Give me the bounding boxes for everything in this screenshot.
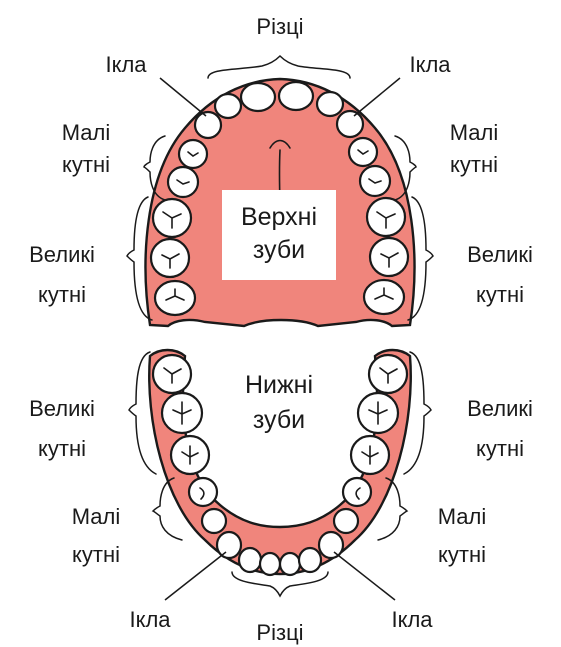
lower-canine-right-label: Ікла bbox=[391, 607, 433, 632]
upper-premolar bbox=[360, 166, 390, 196]
lower-title-line2: зуби bbox=[253, 406, 305, 434]
upper-molars-right-label-1: Великі bbox=[467, 242, 533, 267]
upper-title-line2: зуби bbox=[253, 236, 305, 264]
upper-canine-right-leader bbox=[354, 78, 400, 116]
upper-molars-left-label-2: кутні bbox=[38, 282, 86, 307]
lower-premolars-left-label-1: Малі bbox=[72, 504, 121, 529]
upper-premolar bbox=[349, 138, 377, 166]
upper-molar bbox=[367, 198, 405, 236]
lower-canine-left-label: Ікла bbox=[129, 607, 171, 632]
lower-premolar bbox=[334, 509, 358, 533]
upper-canine-left-leader bbox=[160, 78, 206, 116]
upper-canine-left-label: Ікла bbox=[105, 52, 147, 77]
lower-title-line1: Нижні bbox=[245, 371, 313, 399]
upper-molars-left-label-1: Великі bbox=[29, 242, 95, 267]
upper-incisors-bracket bbox=[208, 56, 350, 78]
upper-canine-right-label: Ікла bbox=[409, 52, 451, 77]
lower-premolars-right-label-1: Малі bbox=[438, 504, 487, 529]
lower-incisors-label: Різці bbox=[256, 620, 303, 645]
upper-canine-left bbox=[195, 112, 221, 138]
lower-incisor bbox=[280, 553, 300, 575]
lower-premolars-right-label-2: кутні bbox=[438, 542, 486, 567]
upper-molars-right-label-2: кутні bbox=[476, 282, 524, 307]
upper-premolars-right-label-2: кутні bbox=[450, 152, 498, 177]
lower-jaw: Нижні зуби Великі кутні Великі кутні Мал… bbox=[29, 350, 533, 645]
lower-incisor bbox=[239, 548, 261, 572]
lower-incisors-bracket bbox=[232, 572, 328, 596]
upper-incisors-label: Різці bbox=[256, 14, 303, 39]
upper-canine-right bbox=[337, 111, 363, 137]
upper-premolars-right-label-1: Малі bbox=[450, 120, 499, 145]
lower-molars-left-label-2: кутні bbox=[38, 436, 86, 461]
lower-incisor bbox=[260, 553, 280, 575]
upper-incisor bbox=[279, 82, 313, 110]
upper-incisor bbox=[241, 83, 275, 111]
upper-molar bbox=[370, 238, 408, 276]
upper-title-line1: Верхні bbox=[241, 203, 317, 231]
upper-incisor bbox=[317, 92, 343, 116]
upper-premolars-left-label-1: Малі bbox=[62, 120, 111, 145]
lower-canine-left bbox=[217, 532, 241, 558]
lower-molars-left-label-1: Великі bbox=[29, 396, 95, 421]
upper-molar bbox=[155, 281, 195, 315]
upper-premolar bbox=[168, 167, 198, 197]
upper-molar bbox=[364, 280, 404, 314]
upper-molar bbox=[151, 239, 189, 277]
lower-molars-right-label-2: кутні bbox=[476, 436, 524, 461]
lower-molars-right-label-1: Великі bbox=[467, 396, 533, 421]
upper-incisor bbox=[215, 94, 241, 118]
lower-canine-right bbox=[319, 532, 343, 558]
lower-premolars-left-label-2: кутні bbox=[72, 542, 120, 567]
lower-premolar bbox=[202, 509, 226, 533]
lower-canine-left-leader bbox=[165, 552, 226, 600]
lower-incisor bbox=[299, 548, 321, 572]
upper-jaw: Верхні зуби Різці Ікла Ікла Малі кутні М… bbox=[29, 14, 533, 326]
upper-premolar bbox=[179, 140, 207, 168]
lower-canine-right-leader bbox=[334, 552, 395, 600]
upper-premolars-left-label-2: кутні bbox=[62, 152, 110, 177]
